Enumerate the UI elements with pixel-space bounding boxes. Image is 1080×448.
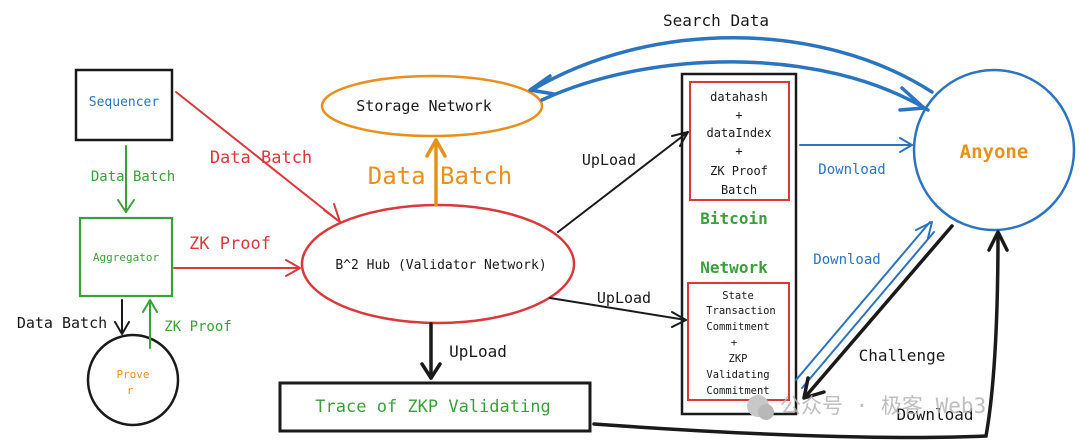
aggregator-label: Aggregator [93, 251, 160, 264]
hub-to-trace-arrow [420, 322, 442, 380]
sequencer-box [74, 68, 174, 142]
anyone-label: Anyone [960, 141, 1029, 163]
datahash-box [689, 81, 790, 201]
aggregator-to-prover-arrow [114, 299, 130, 335]
datahash-to-anyone-arrow [799, 137, 913, 153]
commitment-text-7: Commitment [706, 385, 769, 397]
hub-to-storage-arrow [425, 138, 447, 207]
datahash-text-3: dataIndex [706, 126, 771, 140]
datahash-text-6: Batch [721, 183, 757, 197]
datahash-text-1: datahash [710, 90, 768, 104]
commitment-box [687, 282, 790, 401]
search-data-label: Search Data [663, 11, 769, 30]
b2-hub-label: B^2 Hub (Validator Network) [335, 258, 546, 273]
data-batch-hub-storage-label: Data Batch [368, 162, 513, 190]
upload-top-label: UpLoad [582, 151, 636, 169]
commitment-text-1: State [722, 290, 754, 302]
hub-to-datahash-arrow [557, 131, 689, 233]
data-batch-seq-hub-label: Data Batch [210, 148, 312, 168]
commitment-text-3: Commitment [706, 321, 769, 333]
b2-hub-ellipse [300, 203, 576, 325]
search-data-arrow [528, 36, 934, 112]
storage-network-ellipse [320, 74, 544, 138]
commitment-text-5: ZKP [729, 353, 748, 365]
sequencer-to-hub-arrow [175, 91, 341, 223]
wechat-icon-detail [758, 404, 774, 420]
sequencer-label: Sequencer [89, 95, 160, 110]
prover-to-aggregator-arrow [142, 299, 158, 349]
bitcoin-label: Bitcoin [700, 209, 767, 228]
datahash-text-4: + [735, 144, 742, 158]
trace-box [278, 381, 592, 433]
challenge-label: Challenge [859, 346, 946, 365]
watermark: 公众号 · 极客 Web3 [747, 394, 986, 420]
download-top-label: Download [818, 162, 885, 178]
zk-proof-prover-agg-label: ZK Proof [164, 319, 231, 335]
network-label: Network [700, 258, 768, 277]
anyone-to-commitment-challenge-arrow [802, 224, 954, 400]
aggregator-box [78, 216, 174, 298]
sequencer-to-aggregator-arrow [117, 145, 135, 213]
anyone-circle [912, 68, 1076, 232]
datahash-text-2: + [735, 108, 742, 122]
upload-mid-label: UpLoad [597, 289, 651, 307]
aggregator-to-hub-arrow [173, 259, 301, 277]
bitcoin-network-box [680, 72, 798, 416]
trace-label: Trace of ZKP Validating [315, 397, 550, 417]
datahash-text-5: ZK Proof [710, 164, 768, 178]
commitment-to-anyone-arrow [795, 221, 935, 389]
data-batch-seq-agg-label: Data Batch [91, 169, 175, 185]
watermark-text: 公众号 · 极客 Web3 [780, 394, 986, 418]
prover-circle [86, 333, 180, 427]
upload-trace-label: UpLoad [449, 342, 507, 361]
storage-network-label: Storage Network [356, 97, 491, 115]
zk-proof-agg-hub-label: ZK Proof [189, 234, 271, 254]
prover-label-line1: Prove [116, 368, 149, 381]
prover-label-line2: r [127, 384, 134, 397]
commitment-text-4: + [731, 337, 737, 349]
download-mid-label: Download [813, 252, 880, 268]
commitment-text-6: Validating [706, 369, 769, 381]
trace-to-anyone-arrow [592, 230, 1009, 440]
download-bottom-label: Download [896, 405, 973, 424]
commitment-text-2: Transaction [706, 305, 776, 317]
data-batch-agg-prover-label: Data Batch [17, 314, 107, 332]
hub-to-commitment-arrow [549, 297, 687, 328]
